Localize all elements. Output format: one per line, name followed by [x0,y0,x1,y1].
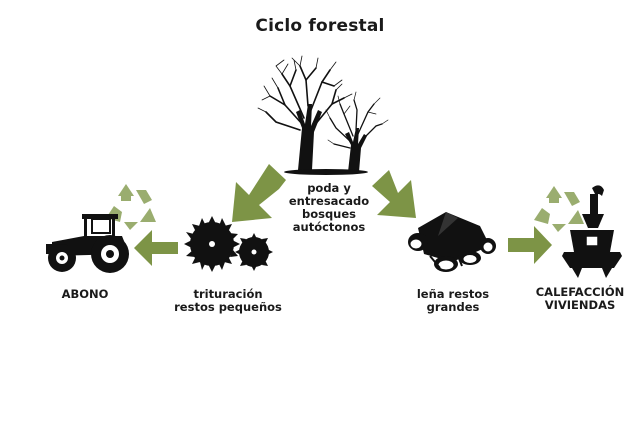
arrow-to-lena [372,170,416,218]
label-forest-line-4: autóctonos [292,220,366,234]
label-calefaccion-line-1: CALEFACCIÓN [535,285,625,299]
wood-stove-icon [562,185,622,278]
label-lena: leña restos grandes [408,288,498,314]
label-trituracion: trituración restos pequeños [168,288,288,314]
label-forest-line-2: entresacado [288,194,370,208]
label-calefaccion-line-2: VIVIENDAS [544,298,616,312]
arrow-to-calefaccion [508,226,552,264]
label-lena-line-2: grandes [426,300,480,314]
arrow-to-abono [134,230,178,266]
label-forest: poda y entresacado bosques autóctonos [274,182,384,234]
label-trituracion-line-1: trituración [193,287,263,301]
label-trituracion-line-2: restos pequeños [174,300,282,314]
diagram-title: Ciclo forestal [255,16,385,36]
recycle-icon-right [534,186,584,232]
label-lena-line-1: leña restos [416,287,490,301]
label-forest-line-1: poda y [307,181,351,195]
label-abono: ABONO [50,288,120,301]
firewood-logs-icon [408,212,496,272]
label-calefaccion: CALEFACCIÓN VIVIENDAS [532,286,628,312]
label-forest-line-3: bosques [301,207,357,221]
trees-icon [257,55,389,175]
saw-blades-icon [184,216,273,272]
label-abono-line-1: ABONO [61,287,109,301]
arrow-to-trituracion [232,164,286,222]
tractor-icon [46,214,129,273]
